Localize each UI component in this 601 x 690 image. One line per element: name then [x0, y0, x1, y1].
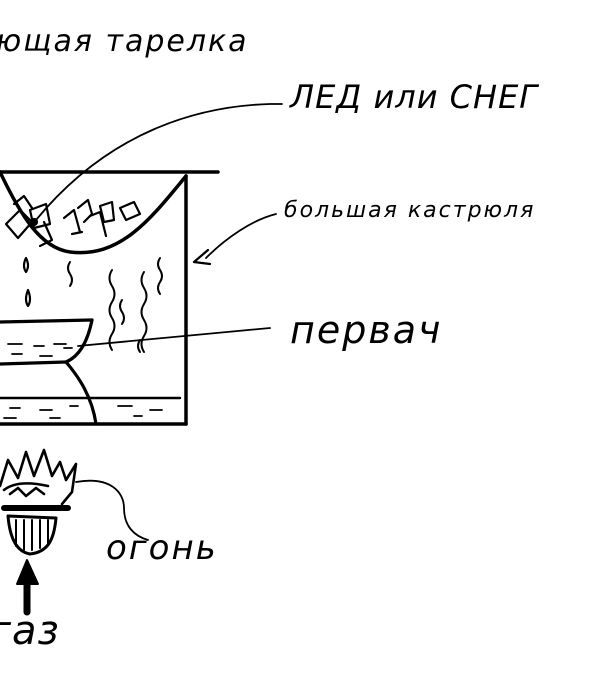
- ice-cubes: [4, 194, 142, 248]
- drops: [22, 256, 32, 308]
- gas-arrow: [16, 559, 39, 616]
- burner: [1, 505, 71, 556]
- leader-pervach: [77, 327, 271, 347]
- vapor-lines: [67, 257, 163, 353]
- leader-fire: [75, 479, 149, 541]
- leader-pot: [205, 213, 277, 259]
- label-big-pot: большая кастрюля: [284, 198, 536, 223]
- label-gas: газ: [0, 608, 60, 654]
- label-fire: огонь: [106, 528, 218, 568]
- flame: [0, 448, 78, 506]
- leader-lines: [35, 103, 283, 541]
- cooling-plate: [0, 170, 188, 255]
- label-cooling-plate: ющая тарелка: [0, 24, 249, 59]
- leader-pot-arrowhead: [192, 248, 212, 266]
- collection-bowl: [0, 318, 98, 426]
- liquid-dashes: [0, 343, 182, 419]
- leader-ice: [35, 103, 283, 221]
- big-pot: [0, 170, 220, 426]
- label-pervach: первач: [290, 308, 443, 352]
- label-ice-or-snow: ЛЕД или СНЕГ: [290, 78, 539, 116]
